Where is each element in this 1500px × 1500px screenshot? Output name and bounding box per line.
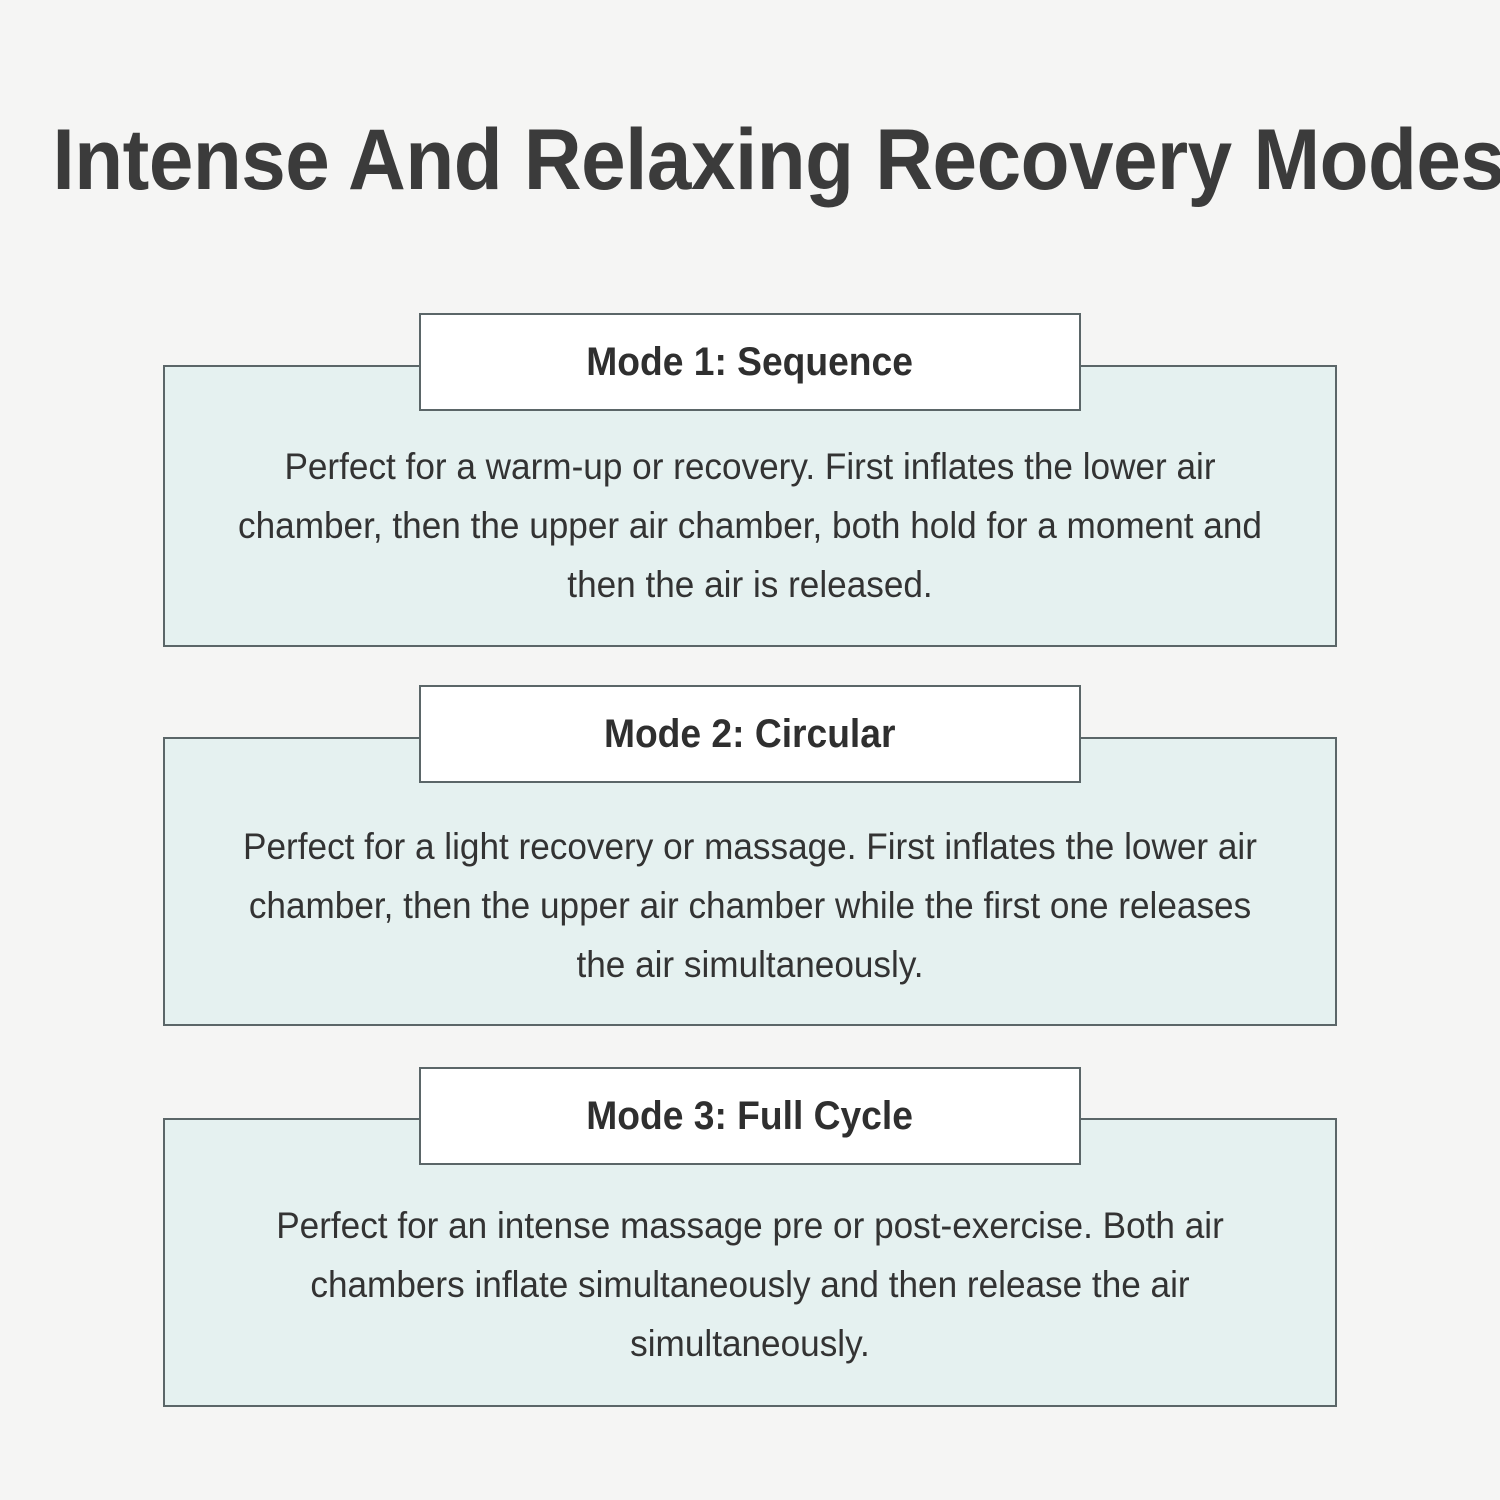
mode-card-2-description: Perfect for a light recovery or massage.… — [243, 826, 1257, 985]
mode-card-3-description: Perfect for an intense massage pre or po… — [276, 1205, 1224, 1364]
mode-card-1-header: Mode 1: Sequence — [419, 313, 1081, 411]
mode-card-3: Perfect for an intense massage pre or po… — [163, 1118, 1337, 1407]
mode-card-1: Perfect for a warm-up or recovery. First… — [163, 365, 1337, 647]
mode-card-2-header-label: Mode 2: Circular — [604, 712, 896, 756]
mode-card-3-header-label: Mode 3: Full Cycle — [586, 1094, 914, 1138]
mode-card-3-header: Mode 3: Full Cycle — [419, 1067, 1081, 1165]
mode-card-1-description: Perfect for a warm-up or recovery. First… — [238, 446, 1262, 605]
mode-card-2: Perfect for a light recovery or massage.… — [163, 737, 1337, 1026]
mode-card-2-header: Mode 2: Circular — [419, 685, 1081, 783]
mode-card-1-header-label: Mode 1: Sequence — [586, 340, 914, 384]
page-title: Intense And Relaxing Recovery Modes — [52, 112, 1500, 208]
